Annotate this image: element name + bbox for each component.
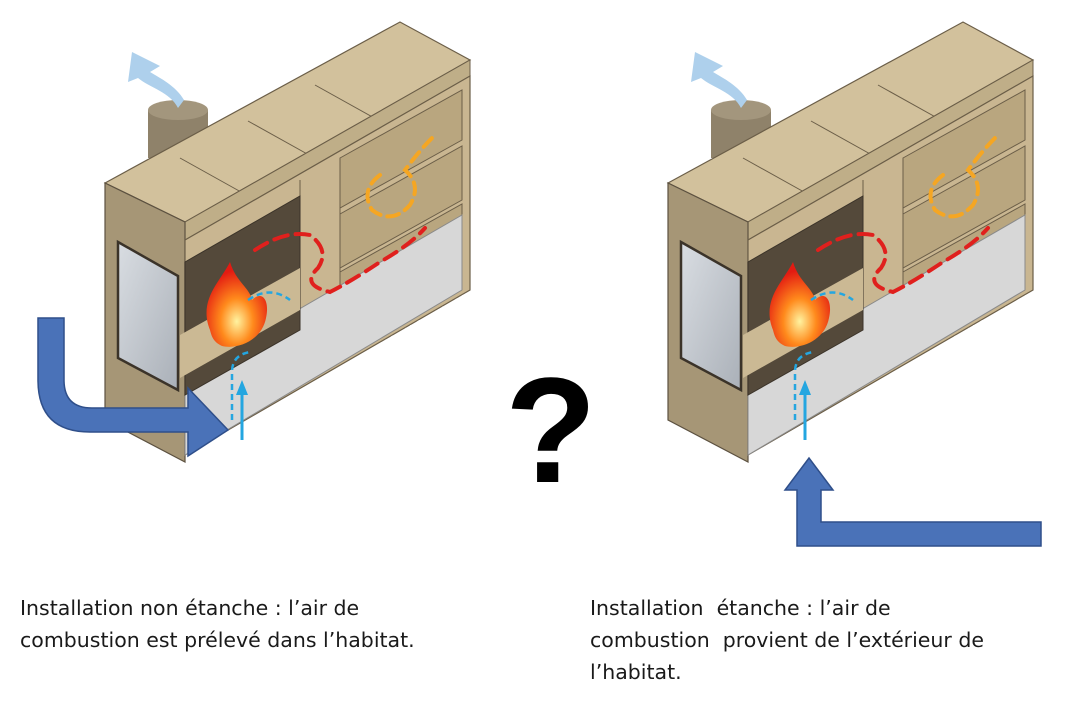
- room-air-intake-arrow: [37, 317, 230, 458]
- stove-illustration: © Copyright Feu et Maison SARL: [37, 21, 472, 463]
- caption-sealed: Installation étanche : l’air de combusti…: [590, 596, 984, 684]
- hot-gas-flow: [253, 226, 427, 295]
- stove-illustration: © Copyright Feu et Maison SARL: [666, 21, 1042, 547]
- air-flow-arrow: [230, 350, 251, 420]
- stove-diagram-non-sealed: © Copyright Feu et Maison SARL: [0, 0, 537, 560]
- hot-gas-flow: [816, 226, 990, 295]
- flame-icon: [206, 262, 268, 347]
- outdoor-air-intake-arrow: [783, 456, 1042, 547]
- warm-gas-flow: [365, 136, 434, 219]
- stove-glass-door: [116, 239, 180, 393]
- stove-diagram-sealed: © Copyright Feu et Maison SARL: [537, 0, 1074, 560]
- exhaust-air-arrow: [691, 52, 747, 108]
- stove-glass-door: [679, 239, 743, 393]
- caption-non-sealed: Installation non étanche : l’air de comb…: [20, 596, 415, 652]
- question-mark: ?: [505, 346, 597, 514]
- flame-icon: [769, 262, 831, 347]
- exhaust-air-arrow: [128, 52, 184, 108]
- warm-gas-flow: [928, 136, 997, 219]
